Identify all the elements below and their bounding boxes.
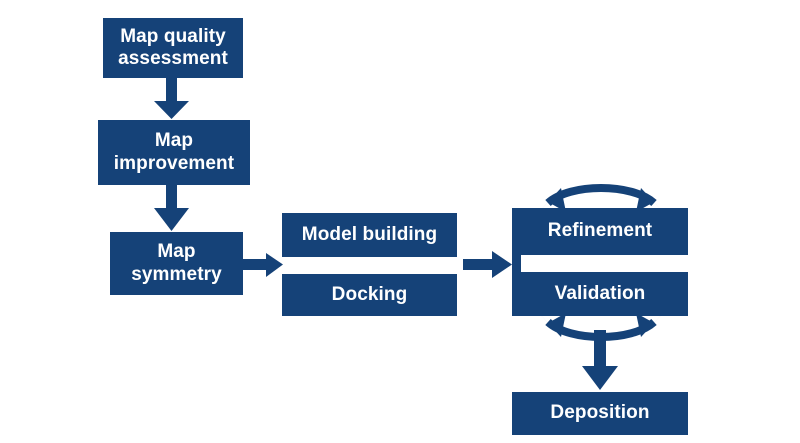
- arrow-symmetry-to-build: [243, 253, 283, 277]
- node-map-improvement[interactable]: Map improvement: [98, 120, 250, 185]
- node-label: Docking: [331, 283, 408, 305]
- node-label: Validation: [554, 282, 646, 304]
- arc-refine-validate-bottom: [545, 318, 657, 341]
- node-map-quality-assessment[interactable]: Map quality assessment: [103, 18, 243, 78]
- node-docking[interactable]: Docking: [282, 274, 457, 316]
- arrow-improvement-to-symmetry: [154, 185, 189, 231]
- node-label: Deposition: [550, 402, 650, 424]
- node-label: Map symmetry: [131, 241, 222, 285]
- arc-refine-validate-top: [545, 184, 657, 207]
- arrow-validation-to-deposition: [582, 330, 618, 390]
- refinement-validation-link: [512, 255, 521, 273]
- node-label: Map improvement: [113, 130, 235, 174]
- node-map-symmetry[interactable]: Map symmetry: [110, 232, 243, 295]
- node-deposition[interactable]: Deposition: [512, 392, 688, 435]
- arrow-build-to-refinement: [463, 251, 512, 278]
- arrow-quality-to-improvement: [154, 78, 189, 119]
- node-label: Map quality assessment: [118, 25, 228, 69]
- node-label: Model building: [301, 223, 438, 245]
- node-label: Refinement: [547, 220, 653, 242]
- node-refinement[interactable]: Refinement: [512, 208, 688, 255]
- node-model-building[interactable]: Model building: [282, 213, 457, 257]
- node-validation[interactable]: Validation: [512, 272, 688, 316]
